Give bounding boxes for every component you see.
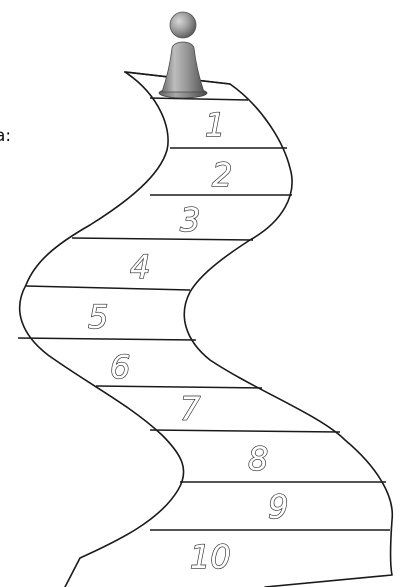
step-divider — [96, 386, 262, 388]
step-dividers — [18, 98, 390, 530]
step-number: 9 — [268, 488, 288, 526]
pawn-icon[interactable] — [159, 12, 207, 98]
step-numbers: 1 2 3 4 5 6 7 8 9 10 — [88, 106, 288, 576]
step-number: 8 — [248, 440, 268, 478]
step-number: 5 — [88, 298, 108, 336]
step-number: 3 — [180, 201, 200, 239]
step-number: 10 — [190, 538, 231, 576]
step-divider — [150, 98, 248, 100]
side-label: a: — [0, 126, 11, 146]
step-number: 4 — [130, 248, 150, 286]
path-right-edge — [125, 72, 392, 587]
step-number: 7 — [180, 390, 201, 428]
step-number: 1 — [205, 106, 225, 144]
step-divider — [26, 286, 190, 290]
step-number: 2 — [212, 156, 232, 194]
step-divider — [72, 238, 253, 240]
step-divider — [150, 430, 340, 432]
step-divider — [18, 338, 196, 340]
step-number: 6 — [110, 348, 130, 386]
